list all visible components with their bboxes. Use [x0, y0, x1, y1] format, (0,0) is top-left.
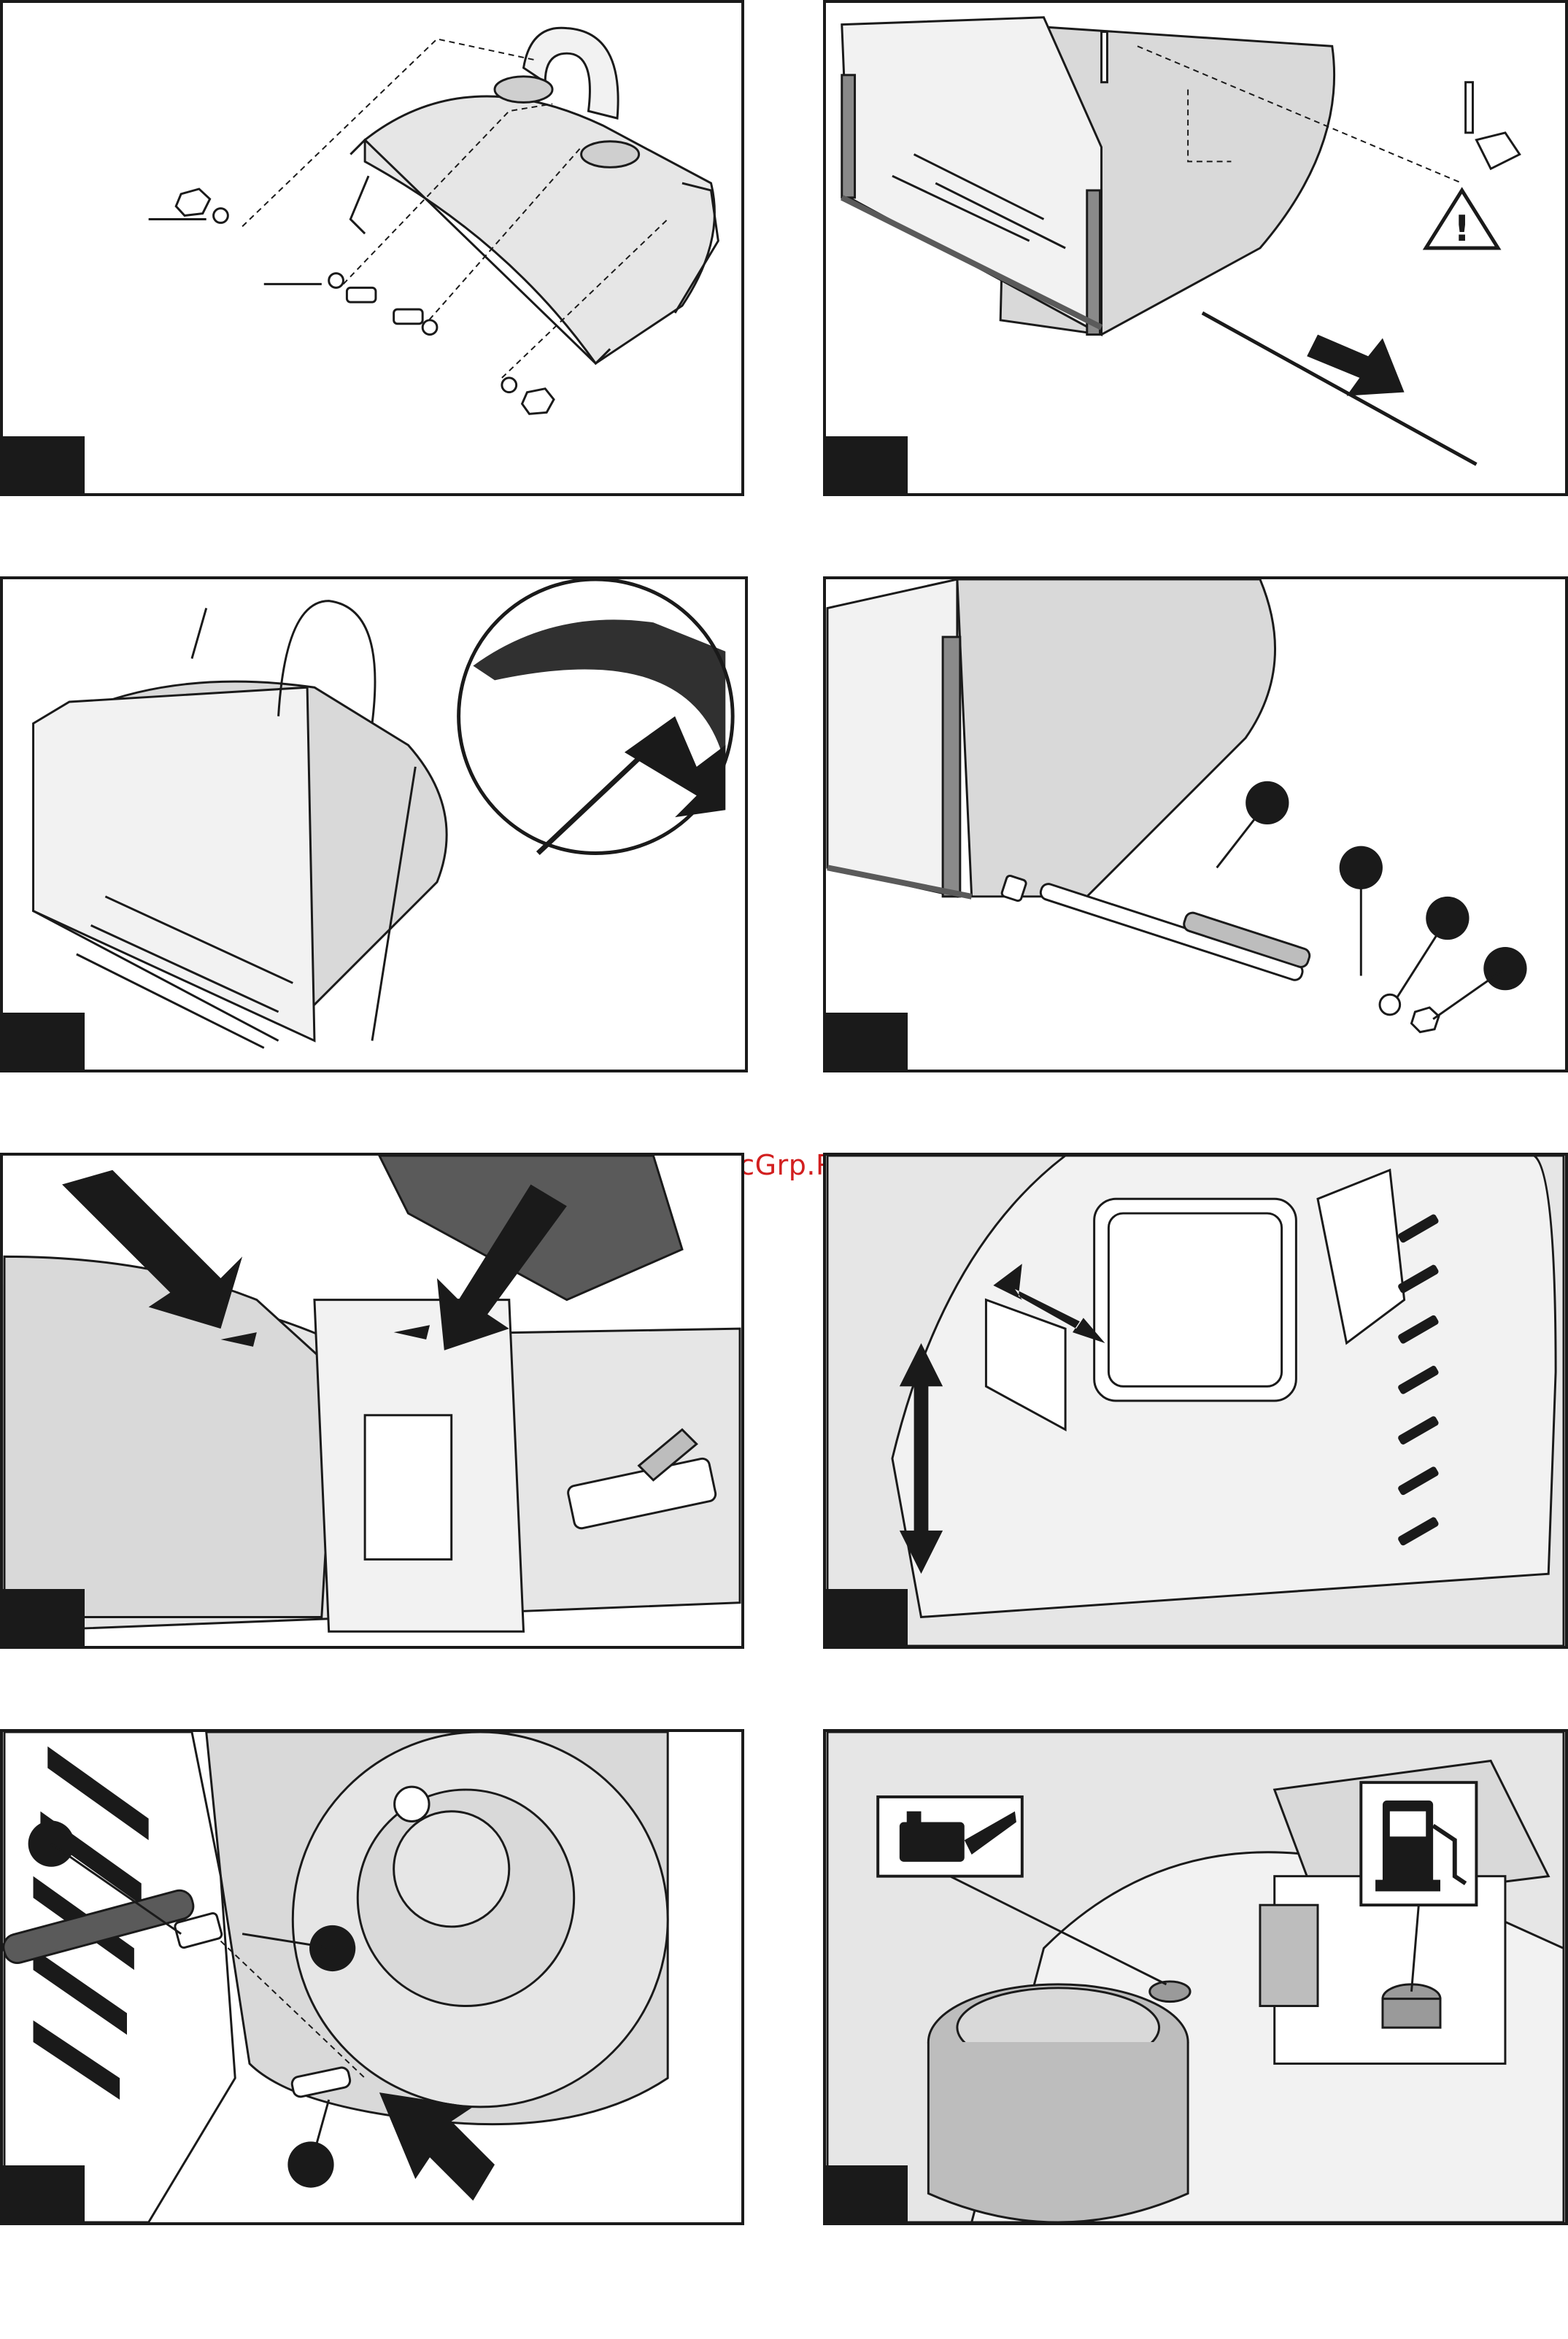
panel-3 [0, 576, 748, 1072]
panel-1 [0, 0, 744, 496]
step-tab [826, 1013, 908, 1070]
step-tab [826, 1589, 908, 1646]
step-tab [826, 2165, 908, 2222]
step-tab [826, 436, 908, 493]
panel-5 [0, 1153, 744, 1649]
step-tab [3, 1589, 85, 1646]
panel-6 [823, 1153, 1568, 1649]
mower-deck-mount-icon [3, 1156, 741, 1646]
gas-spring-assembly-icon [826, 579, 1565, 1070]
grass-bag-handle-detail-icon [3, 579, 745, 1070]
panel-2: ! [823, 0, 1568, 496]
panel-7 [0, 1729, 744, 2225]
panel-8 [823, 1729, 1568, 2225]
wheel-pin-icon [3, 1732, 741, 2222]
svg-text:!: ! [1453, 207, 1470, 250]
bracket-adjust-icon [826, 1156, 1565, 1646]
grass-bag-assembly-icon [3, 3, 741, 493]
step-tab [3, 2165, 85, 2222]
grass-bag-frame-icon: ! [826, 3, 1565, 493]
panel-4 [823, 576, 1568, 1072]
step-tab [3, 1013, 85, 1070]
step-tab [3, 436, 85, 493]
fuel-oil-fill-icon [826, 1732, 1565, 2222]
